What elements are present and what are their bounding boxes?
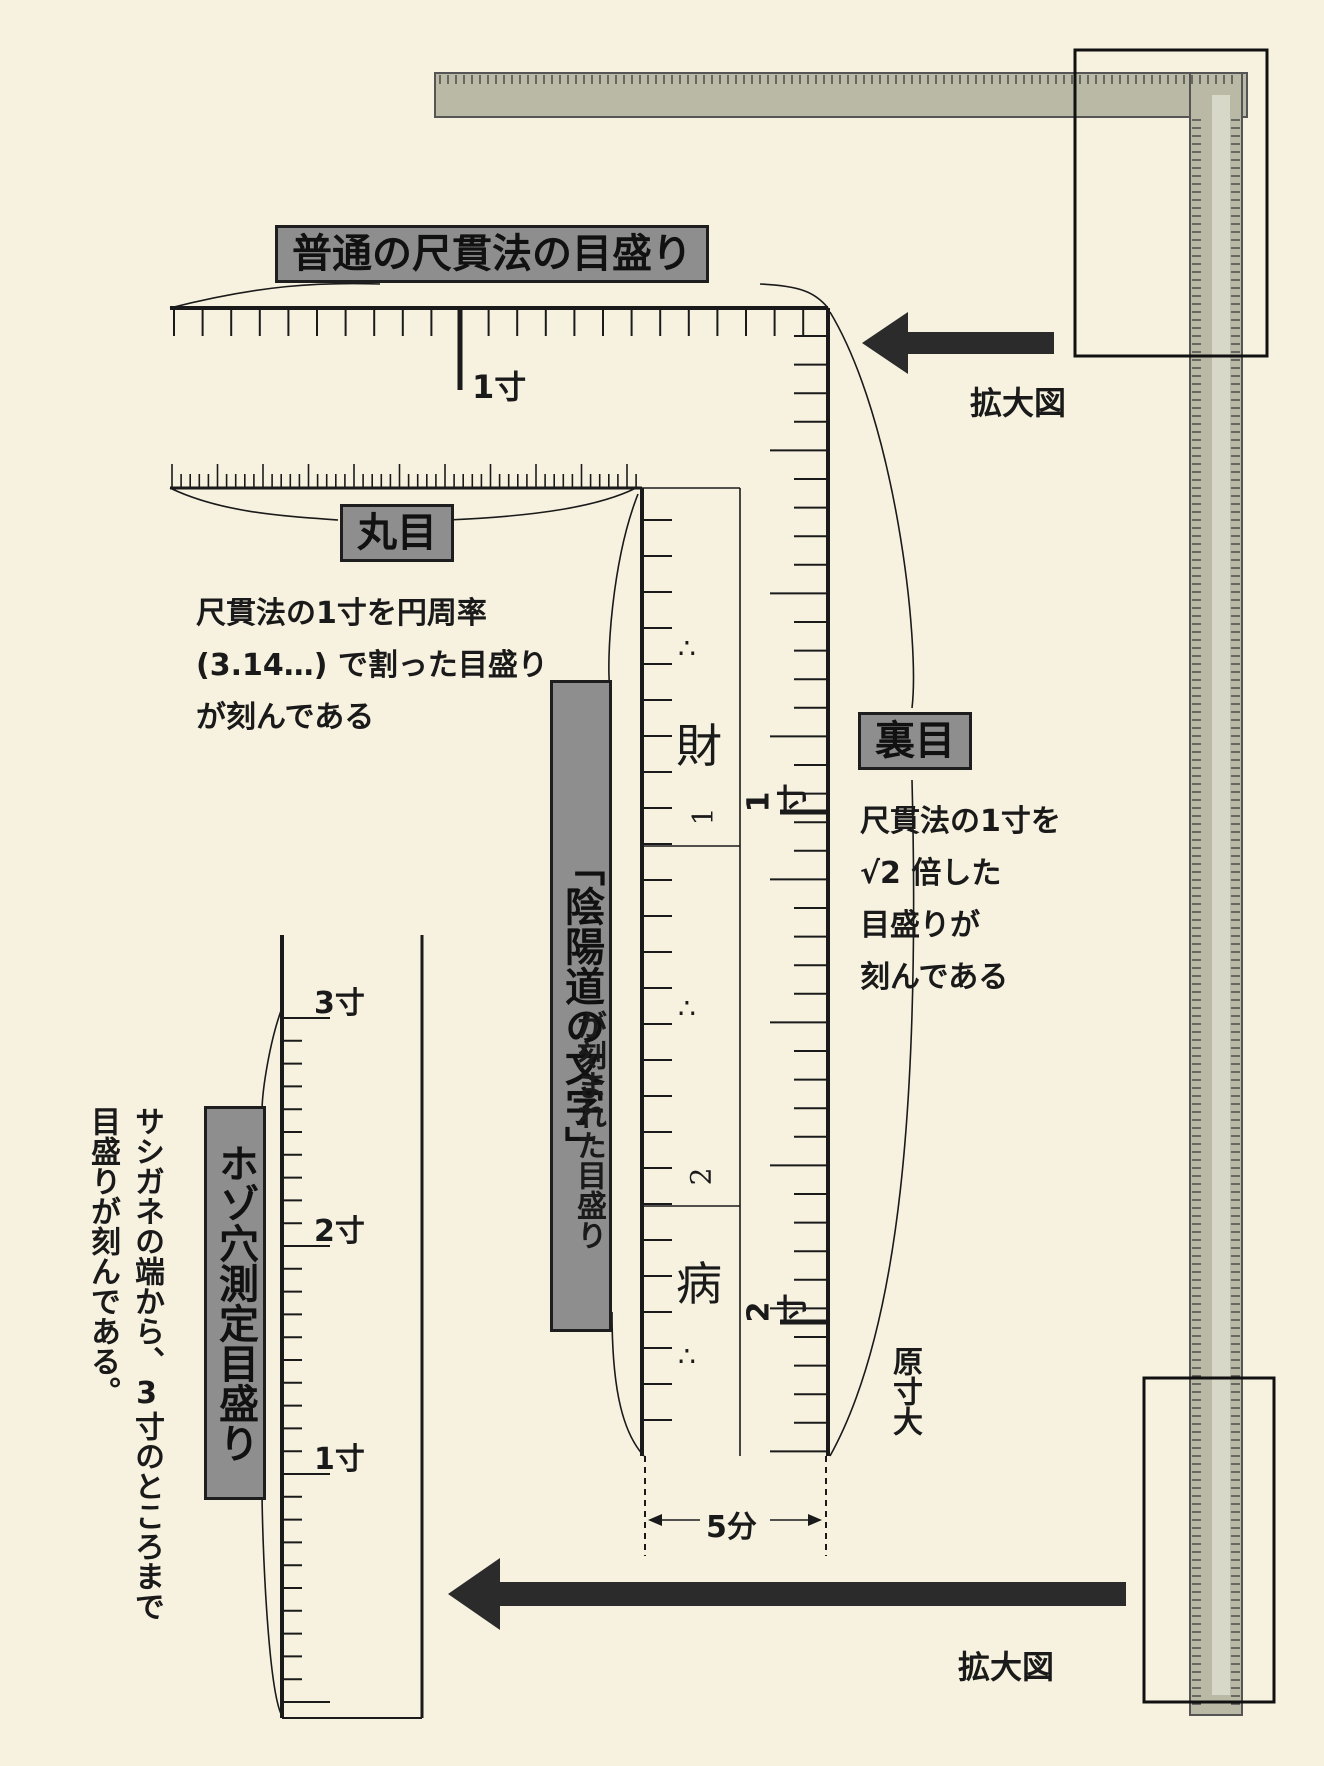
standard-scale-label: 普通の尺貫法の目盛り: [275, 225, 709, 283]
hozo-3sun: 3寸: [314, 986, 365, 1021]
urame-desc-line4: 刻んである: [860, 960, 1009, 995]
urame-marks: [780, 809, 828, 1325]
hozo-scale: [280, 935, 424, 1719]
marume-scale: [169, 464, 741, 1456]
char-zai: 財: [676, 719, 722, 773]
urame-desc-line1: 尺貫法の1寸を: [860, 804, 1061, 839]
dots-3: ∴: [678, 1340, 696, 1373]
five-bu-dimension: [644, 1456, 827, 1556]
standard-scale: [169, 282, 830, 1456]
arrow-left-icon: [448, 1558, 1126, 1630]
gensun-label: 原寸大: [887, 1346, 922, 1436]
hozo-desc-line2: 目盛りが刻んである。: [85, 1106, 120, 1406]
sun-2-rotated: 2寸: [741, 1294, 807, 1330]
connector-curves: [261, 311, 915, 1717]
dots-1: ∴: [678, 632, 696, 665]
arrow-left-icon: [862, 312, 1054, 374]
number-2: 2: [684, 1167, 718, 1186]
sun-1-rotated: 1寸: [741, 784, 807, 820]
one-sun-label: 1寸: [472, 368, 527, 406]
urame-desc-line2: √2 倍した: [860, 856, 1002, 891]
enlarge-label-bottom: 拡大図: [958, 1648, 1055, 1686]
onmyodo-tail: が刻まれた目盛り: [571, 1010, 606, 1250]
enlarge-frame-bottom: [1142, 1376, 1276, 1704]
hozo-2sun: 2寸: [314, 1214, 365, 1249]
marume-desc-line2: (3.14…) で割った目盛り: [196, 648, 548, 683]
urame-desc-line3: 目盛りが: [860, 908, 980, 943]
enlarge-label-top: 拡大図: [970, 384, 1067, 422]
char-byo: 病: [676, 1257, 722, 1311]
dots-2: ∴: [678, 992, 696, 1025]
onmyodo-label: 「陰陽道の文字」: [550, 680, 612, 1332]
marume-desc-line1: 尺貫法の1寸を円周率: [196, 596, 487, 631]
hozo-1sun: 1寸: [314, 1442, 365, 1477]
enlarge-frame-top: [1073, 48, 1269, 358]
hozo-label: ホゾ穴測定目盛り: [204, 1106, 266, 1500]
marume-label: 丸目: [340, 504, 454, 562]
marume-desc-line3: が刻んである: [196, 700, 375, 735]
square-ruler-photo: [434, 72, 1248, 1716]
number-1: 1: [686, 807, 720, 826]
urame-label: 裏目: [858, 712, 972, 770]
hozo-desc-line1: サシガネの端から、3寸のところまで: [129, 1106, 164, 1621]
five-bu-label: 5分: [706, 1510, 757, 1545]
